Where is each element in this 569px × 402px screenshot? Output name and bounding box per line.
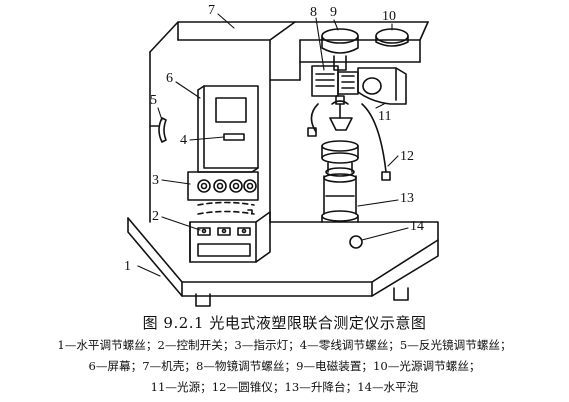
- callout-4: 4: [180, 133, 187, 148]
- legend-line-3: 11—光源；12—圆锥仪；13—升降台；14—水平泡: [150, 380, 419, 394]
- legend-line-1: 1—水平调节螺丝；2—控制开关；3—指示灯；4—零线调节螺丝；5—反光镜调节螺丝…: [57, 338, 512, 352]
- level-bubble: [349, 235, 363, 249]
- optics-block: [311, 65, 407, 105]
- indicator-panel: [187, 171, 259, 215]
- top-arm: [299, 21, 429, 63]
- control-panel: [189, 211, 271, 263]
- callout-12: 12: [400, 149, 414, 164]
- screen-panel: [197, 85, 259, 173]
- callout-5: 5: [150, 93, 157, 108]
- callout-3: 3: [152, 173, 159, 188]
- light-source-knob: [375, 28, 409, 47]
- leader-lines: [137, 13, 409, 277]
- figure-caption: 图 9.2.1 光电式液塑限联合测定仪示意图: [142, 314, 427, 332]
- base-platform: [127, 217, 439, 297]
- callout-13: 13: [400, 191, 414, 206]
- callout-7: 7: [208, 3, 215, 18]
- legend-line-2: 6—屏幕；7—机壳；8—物镜调节螺丝；9—电磁装置；10—光源调节螺丝；: [88, 359, 481, 373]
- cone-instrument: [307, 95, 391, 181]
- lift-stage: [321, 140, 359, 223]
- callout-labels: 1 2 3 4 5 6 7 8 9 10 11 12 13 14: [124, 3, 424, 274]
- callout-8: 8: [310, 5, 317, 20]
- leveling-feet: [195, 287, 409, 307]
- apparatus-diagram: 1 2 3 4 5 6 7 8 9 10 11 12 13 14: [124, 3, 439, 307]
- callout-2: 2: [152, 209, 159, 224]
- callout-9: 9: [330, 5, 337, 20]
- callout-11: 11: [378, 109, 391, 124]
- reflector-knob: [149, 117, 167, 143]
- housing: [149, 21, 429, 223]
- electromagnet: [321, 28, 359, 71]
- callout-10: 10: [382, 9, 396, 24]
- callout-14: 14: [410, 219, 424, 234]
- callout-1: 1: [124, 259, 131, 274]
- callout-6: 6: [166, 71, 173, 86]
